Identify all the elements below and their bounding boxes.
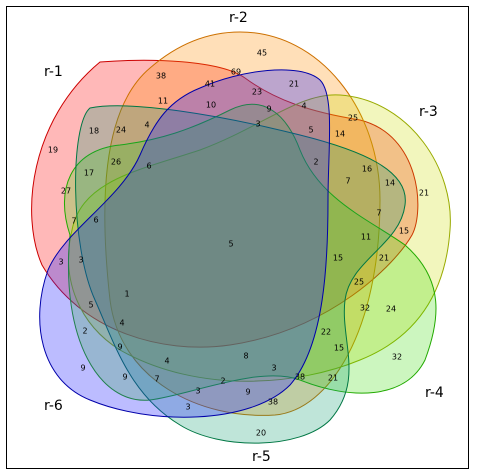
region-count: 2: [220, 377, 225, 386]
region-count: 9: [117, 343, 122, 352]
region-count: 3: [255, 120, 260, 129]
region-count: 5: [228, 240, 233, 249]
set-r1-shape: [31, 59, 419, 348]
set-label-r5: r-5: [252, 449, 271, 465]
diagram-frame: [6, 6, 469, 469]
region-count: 2: [313, 158, 318, 167]
region-count: 6: [93, 216, 98, 225]
region-count: 7: [376, 209, 381, 218]
region-count: 11: [361, 233, 371, 242]
region-count: 27: [61, 187, 71, 196]
set-label-r4: r-4: [425, 385, 444, 401]
region-count: 5: [308, 126, 313, 135]
region-count: 23: [252, 88, 262, 97]
region-count: 7: [154, 375, 159, 384]
region-count: 4: [144, 121, 149, 130]
region-count: 9: [122, 373, 127, 382]
region-count: 32: [360, 304, 370, 313]
region-count: 38: [295, 373, 305, 382]
region-count: 25: [348, 114, 358, 123]
region-count: 20: [256, 429, 266, 438]
region-count: 3: [58, 258, 63, 267]
region-count: 4: [119, 319, 124, 328]
region-count: 14: [335, 130, 345, 139]
region-count: 7: [345, 177, 350, 186]
set-r3-shape: [68, 94, 451, 382]
region-count: 32: [392, 353, 402, 362]
set-r2-shape: [104, 31, 381, 416]
set-label-r1: r-1: [44, 64, 63, 80]
region-count: 8: [243, 352, 248, 361]
set-label-r3: r-3: [419, 104, 438, 120]
region-count: 3: [271, 364, 276, 373]
region-count: 15: [334, 344, 344, 353]
region-count: 21: [379, 254, 389, 263]
region-count: 11: [158, 97, 168, 106]
region-count: 1: [124, 290, 129, 299]
region-count: 18: [89, 127, 99, 136]
region-count: 7: [71, 217, 76, 226]
region-count: 15: [333, 254, 343, 263]
set-r5-shape: [75, 105, 406, 444]
region-count: 2: [82, 327, 87, 336]
set-label-r6: r-6: [44, 398, 63, 414]
region-count: 24: [386, 305, 396, 314]
region-count: 9: [245, 388, 250, 397]
region-count: 41: [205, 80, 215, 89]
region-count: 4: [164, 357, 169, 366]
region-count: 38: [156, 72, 166, 81]
region-count: 6: [146, 162, 151, 171]
region-count: 45: [257, 49, 267, 58]
set-r4-shape: [63, 103, 437, 401]
region-count: 19: [48, 146, 58, 155]
region-count: 21: [419, 189, 429, 198]
region-count: 5: [88, 301, 93, 310]
region-count: 69: [231, 68, 241, 77]
set-label-r2: r-2: [229, 10, 248, 26]
region-count: 15: [399, 227, 409, 236]
region-count: 14: [385, 179, 395, 188]
region-count: 10: [206, 101, 216, 110]
region-count: 16: [362, 165, 372, 174]
region-count: 21: [328, 374, 338, 383]
region-count: 9: [266, 105, 271, 114]
region-count: 22: [321, 328, 331, 337]
set-r6-shape: [39, 69, 331, 418]
region-count: 9: [80, 364, 85, 373]
region-count: 4: [301, 102, 306, 111]
region-count: 3: [195, 387, 200, 396]
region-count: 3: [185, 403, 190, 412]
region-count: 26: [111, 158, 121, 167]
region-count: 3: [78, 256, 83, 265]
region-count: 24: [116, 126, 126, 135]
region-count: 25: [354, 278, 364, 287]
region-count: 17: [84, 169, 94, 178]
region-count: 21: [289, 80, 299, 89]
region-count: 38: [268, 398, 278, 407]
